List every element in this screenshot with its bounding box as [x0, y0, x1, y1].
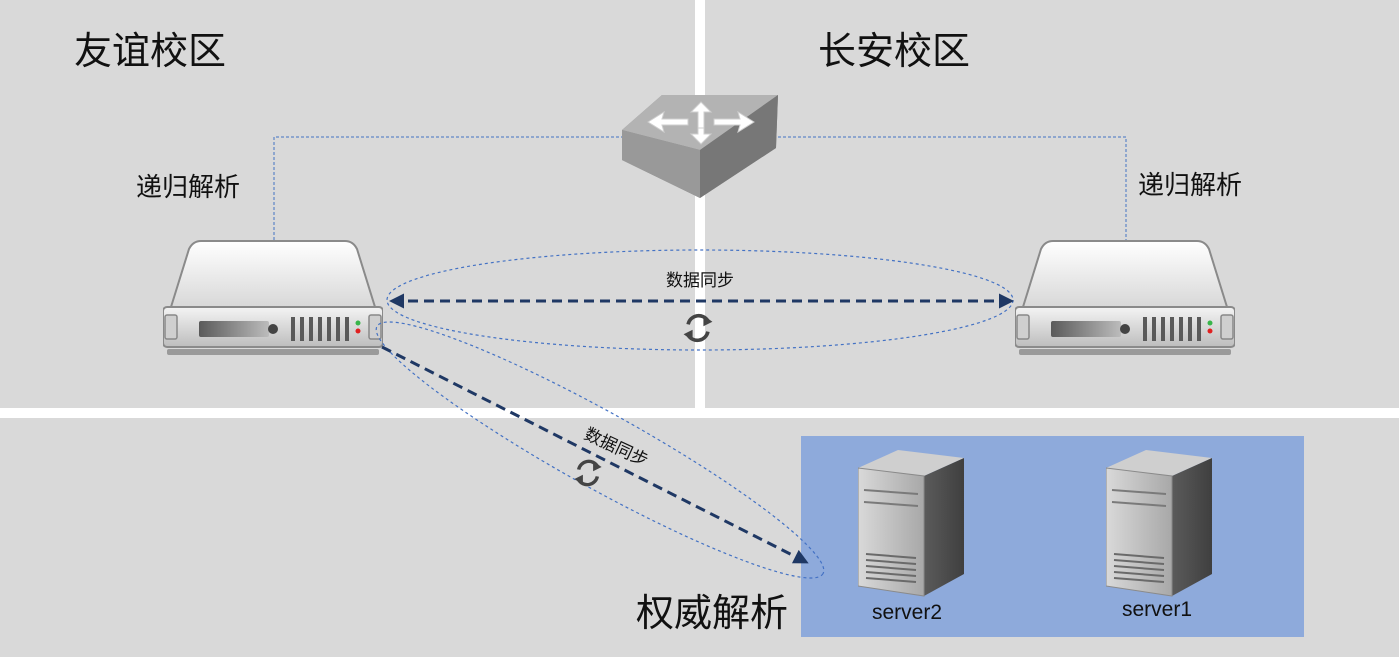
left-link-line [273, 136, 624, 240]
server2-label: server2 [872, 601, 942, 624]
diagonal-sync-arrow [381, 345, 809, 564]
network-switch-icon [622, 95, 778, 198]
horizontal-sync-label: 数据同步 [666, 271, 734, 291]
vertical-divider [695, 0, 705, 412]
server1-label: server1 [1122, 598, 1192, 621]
horizontal-divider [0, 408, 1399, 418]
authoritative-title: 权威解析 [636, 591, 788, 635]
recursive-left-label: 递归解析 [136, 173, 240, 203]
diagonal-sync-ellipse [375, 321, 825, 579]
recursive-right-rack-server-icon [1015, 240, 1235, 356]
campus-right-title: 长安校区 [818, 29, 970, 73]
diagonal-sync-icon [572, 459, 604, 487]
recursive-right-label: 递归解析 [1138, 171, 1242, 201]
campus-left-title: 友谊校区 [74, 29, 226, 73]
server1-tower-server-icon [1106, 450, 1213, 597]
server2-tower-server-icon [858, 450, 965, 597]
recursive-left-rack-server-icon [163, 240, 383, 356]
right-link-line [773, 136, 1127, 240]
